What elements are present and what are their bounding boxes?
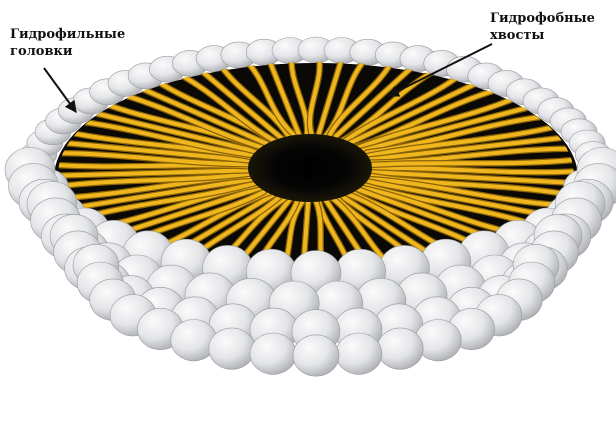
head-sphere bbox=[377, 328, 423, 369]
head-sphere bbox=[209, 328, 255, 369]
hydrophilic-heads-label-line1: Гидрофильные bbox=[10, 26, 125, 43]
hydrophilic-heads-label-line2: головки bbox=[10, 43, 125, 60]
head-sphere bbox=[250, 333, 296, 374]
hydrophobic-tails-label: Гидрофобные хвосты bbox=[490, 10, 595, 44]
hydrophilic-heads-label: Гидрофильные головки bbox=[10, 26, 125, 60]
hydrophobic-tails-label-line1: Гидрофобные bbox=[490, 10, 595, 27]
head-sphere bbox=[293, 335, 339, 376]
hydrophobic-core bbox=[248, 134, 372, 202]
head-sphere bbox=[336, 333, 382, 374]
hydrophobic-tails-label-line2: хвосты bbox=[490, 27, 595, 44]
